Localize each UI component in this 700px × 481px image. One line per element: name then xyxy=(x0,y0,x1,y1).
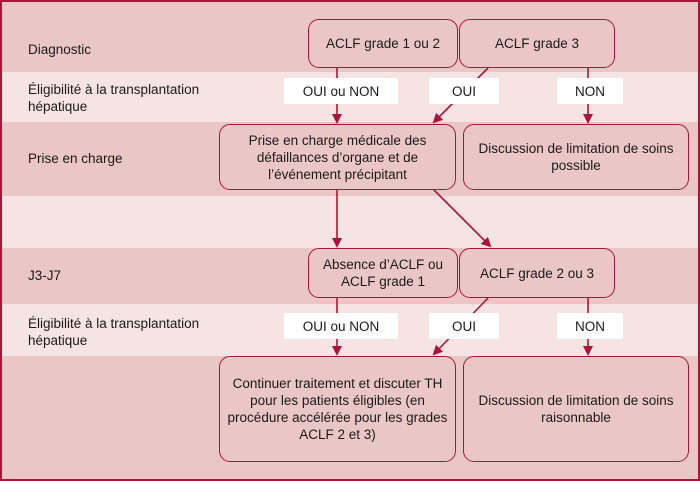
node-aclf-grade-3: ACLF grade 3 xyxy=(459,19,615,68)
row-label-eligibility-1: Éligibilité à la transplantation hépatiq… xyxy=(28,82,200,114)
arrow-care-to-aclf23 xyxy=(433,189,492,248)
tag-oui-2: OUI xyxy=(429,313,499,339)
row-band-spacer xyxy=(2,196,698,248)
node-continue-treatment: Continuer traitement et discuter TH pour… xyxy=(219,356,456,462)
row-label-day: J3-J7 xyxy=(28,268,62,283)
row-label-management: Prise en charge xyxy=(28,151,123,166)
tag-oui-ou-non-1: OUI ou NON xyxy=(284,78,398,104)
tag-oui-ou-non-2: OUI ou NON xyxy=(284,313,398,339)
node-limitation-possible: Discussion de limitation de soins possib… xyxy=(463,124,689,190)
node-aclf-grade-1-2: ACLF grade 1 ou 2 xyxy=(308,19,458,68)
row-label-eligibility-2: Éligibilité à la transplantation hépatiq… xyxy=(28,316,200,348)
node-limitation-reasonable: Discussion de limitation de soins raison… xyxy=(463,356,689,462)
node-aclf-grade-2-3: ACLF grade 2 ou 3 xyxy=(459,248,615,298)
node-medical-care: Prise en charge médicale des défaillance… xyxy=(219,124,456,190)
tag-oui-1: OUI xyxy=(429,78,499,104)
row-label-diagnostic: Diagnostic xyxy=(28,42,92,57)
tag-non-2: NON xyxy=(557,313,623,339)
tag-non-1: NON xyxy=(557,78,623,104)
node-no-aclf: Absence d’ACLF ou ACLF grade 1 xyxy=(308,248,458,298)
